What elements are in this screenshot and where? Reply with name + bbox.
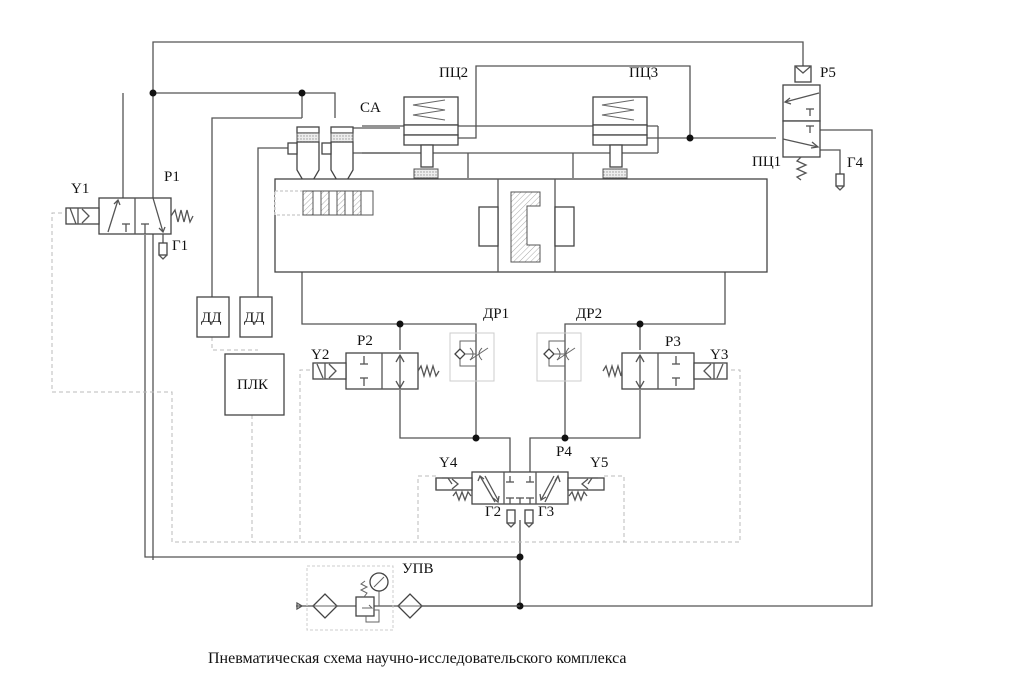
junction-dot [636,320,644,328]
signal-lines [51,212,741,543]
junction-dot [686,134,694,142]
label-y4: Y4 [439,455,458,471]
workbench-base [274,178,768,273]
silencer-g2 [506,509,516,528]
junction-dot [561,434,569,442]
throttle-dr1[interactable] [449,332,495,382]
junction-dot [472,434,480,442]
label-g1: Г1 [172,238,188,254]
gripper-1 [287,126,320,183]
label-dr1: ДР1 [483,306,509,322]
junction-dot [298,89,306,97]
junctions [149,89,694,610]
silencer-g1 [158,234,168,260]
valve-p2[interactable] [312,352,440,390]
label-g4: Г4 [847,155,864,171]
solenoid-y3 [693,362,728,380]
grippers-ca[interactable] [287,126,354,183]
pneumatic-lines [122,41,873,607]
label-y5: Y5 [590,455,608,471]
label-pc1: ПЦ1 [752,154,781,170]
pressure-sensor-2 [239,296,273,338]
label-dr2: ДР2 [576,306,602,322]
figure-caption: Пневматическая схема научно-исследовател… [208,650,627,667]
solenoid-y5 [567,477,605,502]
solenoid-y4 [435,477,473,502]
label-dd1: ДД [201,310,221,326]
label-p3: P3 [665,334,681,350]
solenoid-y1 [65,207,100,225]
junction-dot [516,553,524,561]
junction-dot [396,320,404,328]
label-y2: Y2 [311,347,329,363]
sample-magazine [274,190,374,216]
label-ca: CA [360,100,381,116]
label-pc3: ПЦ3 [629,65,658,81]
label-y1: Y1 [71,181,89,197]
label-p5: P5 [820,65,836,81]
label-p4: P4 [556,444,572,460]
silencer-g3 [524,509,534,528]
label-y3: Y3 [710,347,728,363]
label-plc: ПЛК [237,377,269,393]
label-p2: P2 [357,333,373,349]
gripper-2 [321,126,354,183]
valve-p1[interactable] [65,197,194,260]
label-pc2: ПЦ2 [439,65,468,81]
label-p1: P1 [164,169,180,185]
throttle-dr2[interactable] [536,332,582,382]
air-preparation-unit[interactable] [296,565,520,631]
cylinder-pc2[interactable] [403,96,459,179]
plc-controller[interactable] [224,353,285,416]
labels: Y1 P1 Г1 CA ПЦ2 ПЦ3 P5 ПЦ1 Г4 ДД ДД ПЛК … [71,65,864,577]
label-g2: Г2 [485,504,501,520]
label-upv: УПВ [402,561,433,577]
valve-p4[interactable] [435,471,605,528]
silencer-g4 [835,173,845,191]
pressure-sensor-1 [196,296,230,338]
label-dd2: ДД [244,310,264,326]
cylinder-pc3[interactable] [592,96,648,179]
label-g3: Г3 [538,504,554,520]
junction-dot [149,89,157,97]
valve-p3[interactable] [602,352,728,390]
solenoid-y2 [312,362,347,380]
valve-p5-pc1[interactable] [782,65,845,191]
